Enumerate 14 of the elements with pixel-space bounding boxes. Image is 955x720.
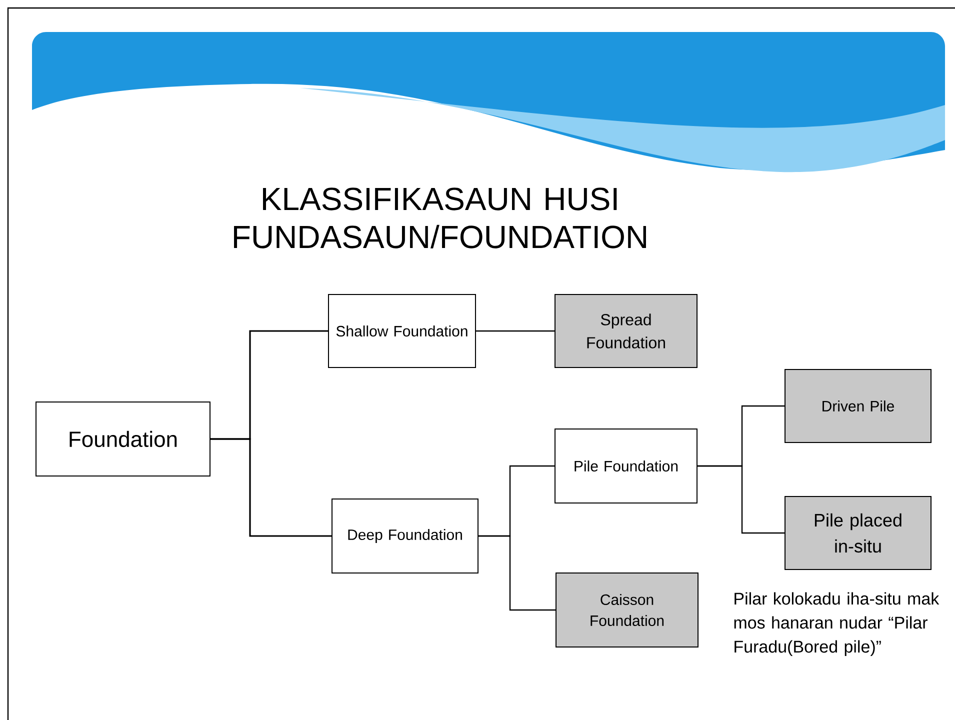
connector-line (476, 330, 554, 332)
note-text: Pilar kolokadu iha-situ mak mos hanaran nudar “Pilar Furadu(Bored pile)” (734, 592, 940, 656)
connector-line (478, 535, 556, 611)
connector-line (210, 438, 332, 537)
category-box: Deep Foundation (332, 498, 478, 574)
type-box: Pile placed in-situ (784, 496, 932, 570)
connector-line (698, 465, 784, 534)
type-box: Caisson Foundation (556, 572, 698, 648)
category-box: Foundation (36, 402, 210, 476)
type-box: Driven Pile (784, 369, 932, 443)
category-box: Pile Foundation (554, 428, 698, 504)
slide-title: KLASSIFIKASAUN HUSI FUNDASAUN/FOUNDATION (234, 188, 646, 248)
type-box: Spread Foundation (554, 294, 698, 368)
category-box: Shallow Foundation (328, 294, 476, 368)
